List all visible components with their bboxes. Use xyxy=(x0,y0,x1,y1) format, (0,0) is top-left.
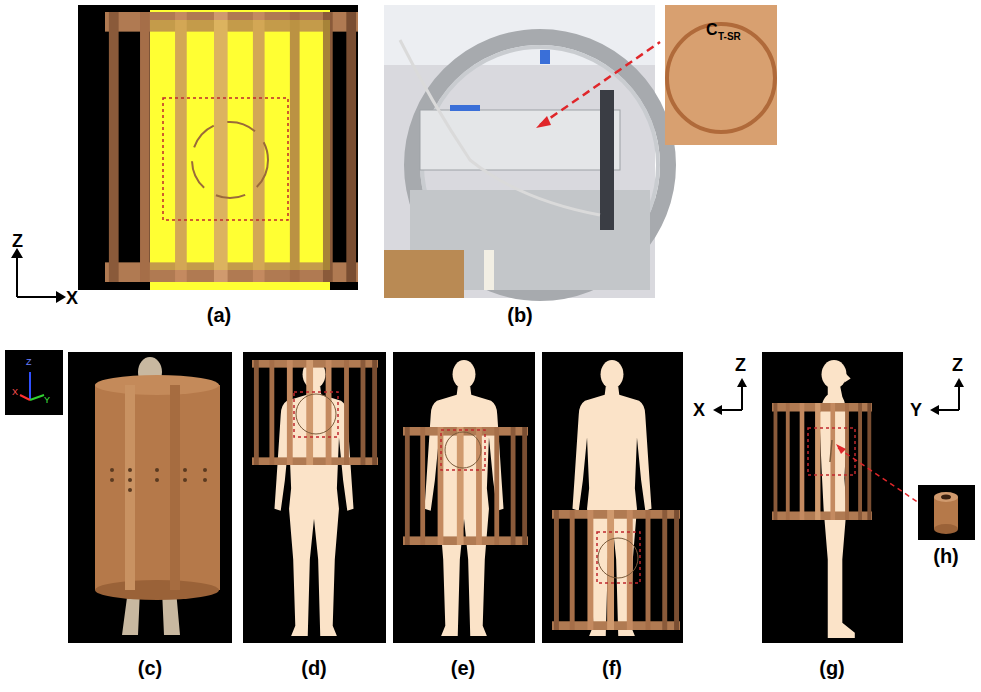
axis-label: Z xyxy=(12,232,23,250)
panel-label: (b) xyxy=(507,305,533,325)
panel-label: (e) xyxy=(451,658,475,678)
panel-label: (c) xyxy=(138,658,162,678)
axis-label: Z xyxy=(26,358,32,367)
axis-label: X xyxy=(66,289,78,307)
axis-label: Z xyxy=(735,356,746,374)
axis-label: Y xyxy=(910,401,922,419)
coil-subscript: T-SR xyxy=(718,32,741,42)
axis-label: X xyxy=(693,401,705,419)
panel-label: (a) xyxy=(207,305,231,325)
panel-label: (d) xyxy=(301,658,327,678)
axis-label: X xyxy=(12,388,18,397)
axis-label: Z xyxy=(952,356,963,374)
axis-label: Y xyxy=(44,396,50,405)
coil-label: C xyxy=(706,22,718,38)
panel-label: (f) xyxy=(602,658,622,678)
panel-label: (g) xyxy=(819,658,845,678)
panel-label: (h) xyxy=(933,546,959,566)
